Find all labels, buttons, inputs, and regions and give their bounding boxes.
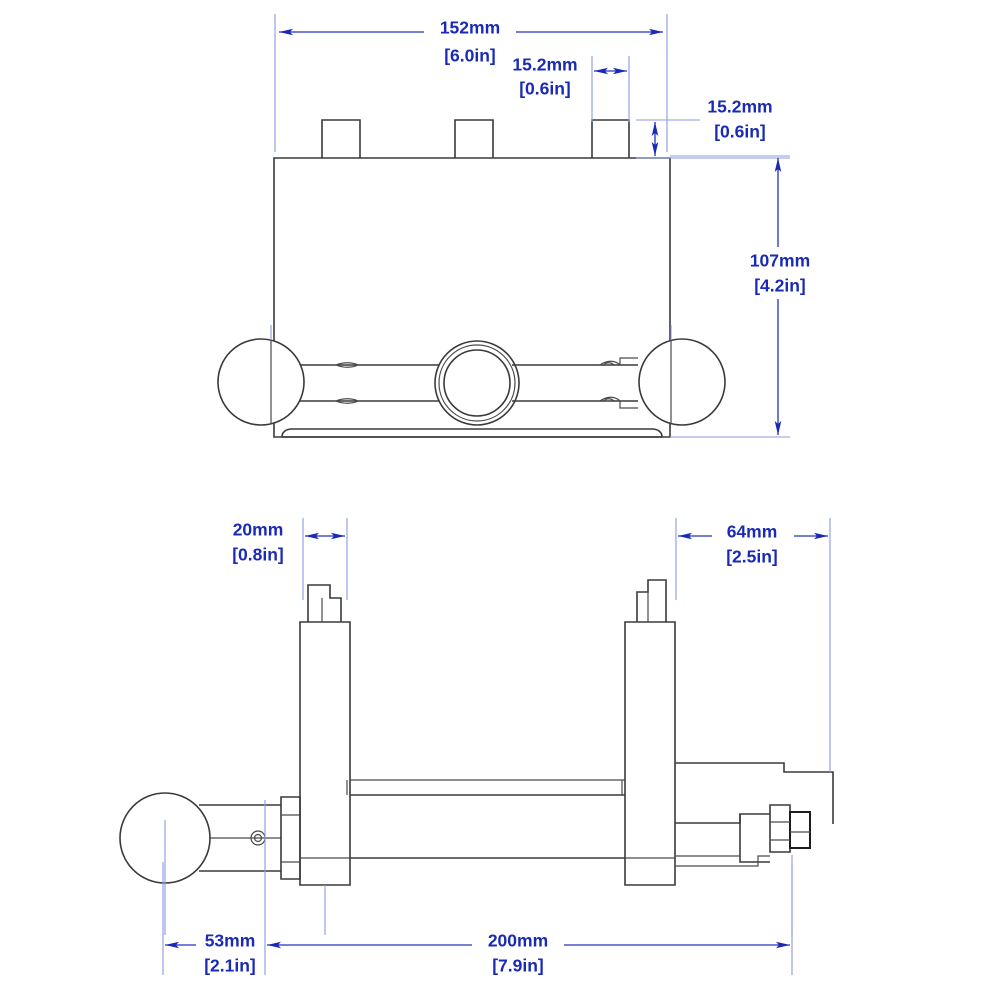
bottom-view-flange <box>280 796 301 880</box>
dimtext-64-mask <box>712 523 794 545</box>
bottom-view-right-block-step <box>675 855 770 867</box>
dimension-152mm-inch: [6.0in] <box>444 46 496 66</box>
dimension-64mm-inch: [2.5in] <box>726 547 778 567</box>
top-view-tab-center <box>454 119 494 158</box>
top-view-right-bar-notch-upper <box>619 357 638 365</box>
dimension-107mm-value: 107mm <box>750 251 810 271</box>
dimension-tabwidth-inch: [0.6in] <box>519 79 571 99</box>
dimension-tabwidth-value: 15.2mm <box>512 55 577 75</box>
bottom-view-right-post-cap <box>636 579 667 622</box>
bottom-view-geometry <box>119 579 834 935</box>
bottom-view-nut-collar <box>769 804 791 853</box>
bottom-view-right-block-body <box>739 814 770 863</box>
top-view-tab-right <box>591 119 630 158</box>
top-view-dimensions: 152mm [6.0in] 15.2mm [0.6in] 15.2mm [0.6… <box>274 14 818 438</box>
dimension-152mm-value: 152mm <box>440 18 500 38</box>
dimension-53mm-inch: [2.1in] <box>204 956 256 976</box>
top-view-left-bar-detail-upper <box>334 362 360 368</box>
dimension-tabheight-value: 15.2mm <box>707 97 772 117</box>
bottom-view-right-block-lower <box>675 813 770 824</box>
top-view-left-bar-detail-lower <box>334 398 360 404</box>
dimension-200mm-value: 200mm <box>488 931 548 951</box>
bottom-view-right-post <box>624 621 676 886</box>
top-view-right-bar-notch-lower <box>619 401 638 409</box>
dimtext-152-mask <box>424 18 516 40</box>
bottom-view-dimensions: 20mm [0.8in] 64mm [2.5in] 53mm [2.1in] 2… <box>162 518 831 976</box>
top-view-skirt <box>281 428 663 438</box>
bottom-view-screw-inner <box>253 833 263 843</box>
dimension-107mm-inch: [4.2in] <box>754 276 806 296</box>
bottom-view-shaft <box>199 804 281 872</box>
dimension-200mm-inch: [7.9in] <box>492 956 544 976</box>
top-view-left-knob <box>217 338 305 426</box>
dimtext-200-mask <box>472 932 564 954</box>
bottom-view-left-post <box>299 621 351 886</box>
top-view-right-knob <box>638 338 726 426</box>
top-view-left-bar <box>300 364 443 402</box>
top-view-center-ring-middle <box>438 344 516 422</box>
bottom-view-nut-body <box>789 811 811 849</box>
dimtext-53-mask <box>196 932 264 954</box>
top-view-center-ring-inner <box>443 349 511 417</box>
bottom-view-left-post-cap <box>307 584 342 622</box>
dimension-20mm-inch: [0.8in] <box>232 545 284 565</box>
dimension-53mm-value: 53mm <box>205 931 256 951</box>
top-view-right-bar <box>512 364 638 402</box>
top-view-right-bar-detail-lower <box>598 396 622 402</box>
top-view-geometry <box>217 119 726 438</box>
bottom-view-right-block <box>675 762 834 824</box>
dimension-tabheight-inch: [0.6in] <box>714 122 766 142</box>
top-view-tab-left <box>321 119 361 158</box>
top-view-right-bar-detail-upper <box>598 360 622 366</box>
bottom-view-connecting-bar <box>350 794 625 859</box>
dimension-64mm-value: 64mm <box>727 522 778 542</box>
dimtext-107-mask <box>740 247 818 299</box>
dimension-20mm-value: 20mm <box>233 520 284 540</box>
